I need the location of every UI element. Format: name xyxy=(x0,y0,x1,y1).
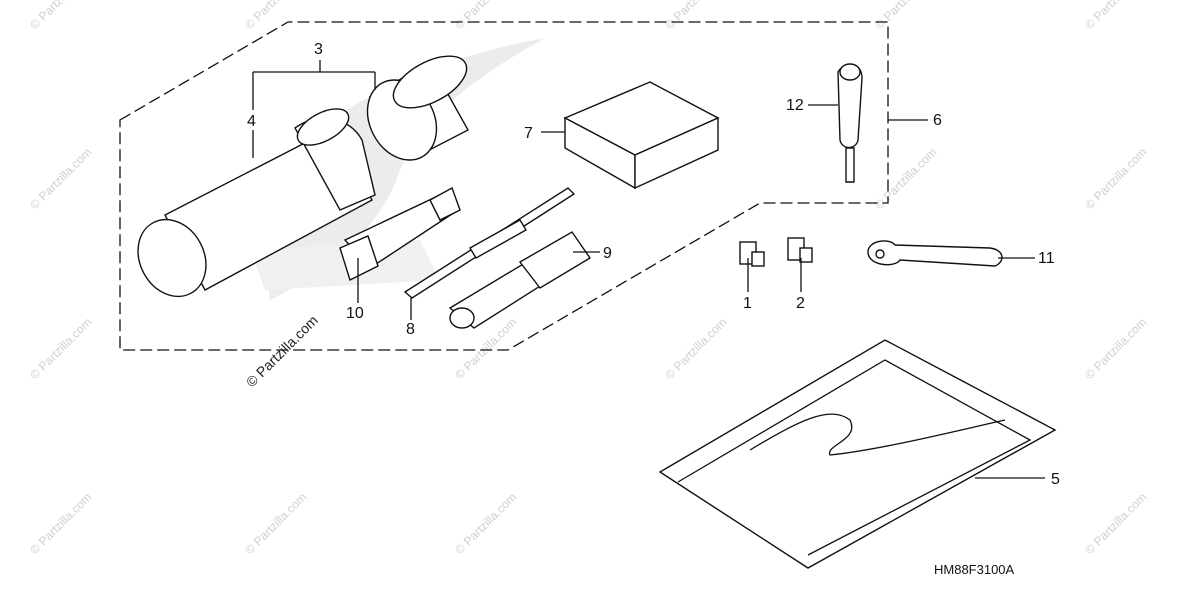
wrench xyxy=(867,240,1003,267)
callout-1: 1 xyxy=(743,295,752,312)
tool-case xyxy=(137,108,376,298)
watermark: © Partzilla.com xyxy=(1082,145,1149,212)
watermark: © Partzilla.com xyxy=(872,0,939,32)
diagram-code: HM88F3100A xyxy=(934,562,1015,577)
screwdriver xyxy=(403,187,576,299)
clip-1 xyxy=(739,241,765,267)
callout-7: 7 xyxy=(524,125,533,142)
watermark: © Partzilla.com xyxy=(452,490,519,557)
watermark: © Partzilla.com xyxy=(1082,0,1149,32)
watermark-prominent: © Partzilla.com xyxy=(243,312,321,390)
callout-9: 9 xyxy=(603,245,612,262)
plug-wrench xyxy=(339,186,461,281)
callout-10: 10 xyxy=(346,305,364,322)
case-cap xyxy=(366,55,469,161)
watermark: © Partzilla.com xyxy=(662,315,729,382)
driver-handle xyxy=(448,231,592,329)
screwdriver-handle xyxy=(837,63,863,183)
callout-2: 2 xyxy=(796,295,805,312)
watermark: © Partzilla.com xyxy=(1082,490,1149,557)
watermark: © Partzilla.com xyxy=(27,490,94,557)
watermark: © Partzilla.com xyxy=(662,0,729,32)
manual-bag xyxy=(658,339,1057,569)
watermark: © Partzilla.com xyxy=(27,145,94,212)
watermark: © Partzilla.com xyxy=(1082,315,1149,382)
callouts: 3 4 7 12 6 10 8 9 1 2 11 5 xyxy=(247,41,1060,488)
callout-8: 8 xyxy=(406,321,415,338)
callout-12: 12 xyxy=(786,97,804,114)
watermark: © Partzilla.com xyxy=(27,0,94,32)
callout-3: 3 xyxy=(314,41,323,58)
clip-2 xyxy=(787,237,813,263)
leader-lines xyxy=(252,60,1045,479)
callout-11: 11 xyxy=(1038,250,1055,267)
watermark: © Partzilla.com xyxy=(872,145,939,212)
watermark: © Partzilla.com xyxy=(242,490,309,557)
watermark: © Partzilla.com xyxy=(242,0,309,32)
watermark: © Partzilla.com xyxy=(452,0,519,32)
callout-5: 5 xyxy=(1051,471,1060,488)
callout-6: 6 xyxy=(933,112,942,129)
sponge xyxy=(563,81,720,190)
callout-4: 4 xyxy=(247,113,256,130)
toolkit-boundary xyxy=(119,21,889,351)
watermark: © Partzilla.com xyxy=(27,315,94,382)
